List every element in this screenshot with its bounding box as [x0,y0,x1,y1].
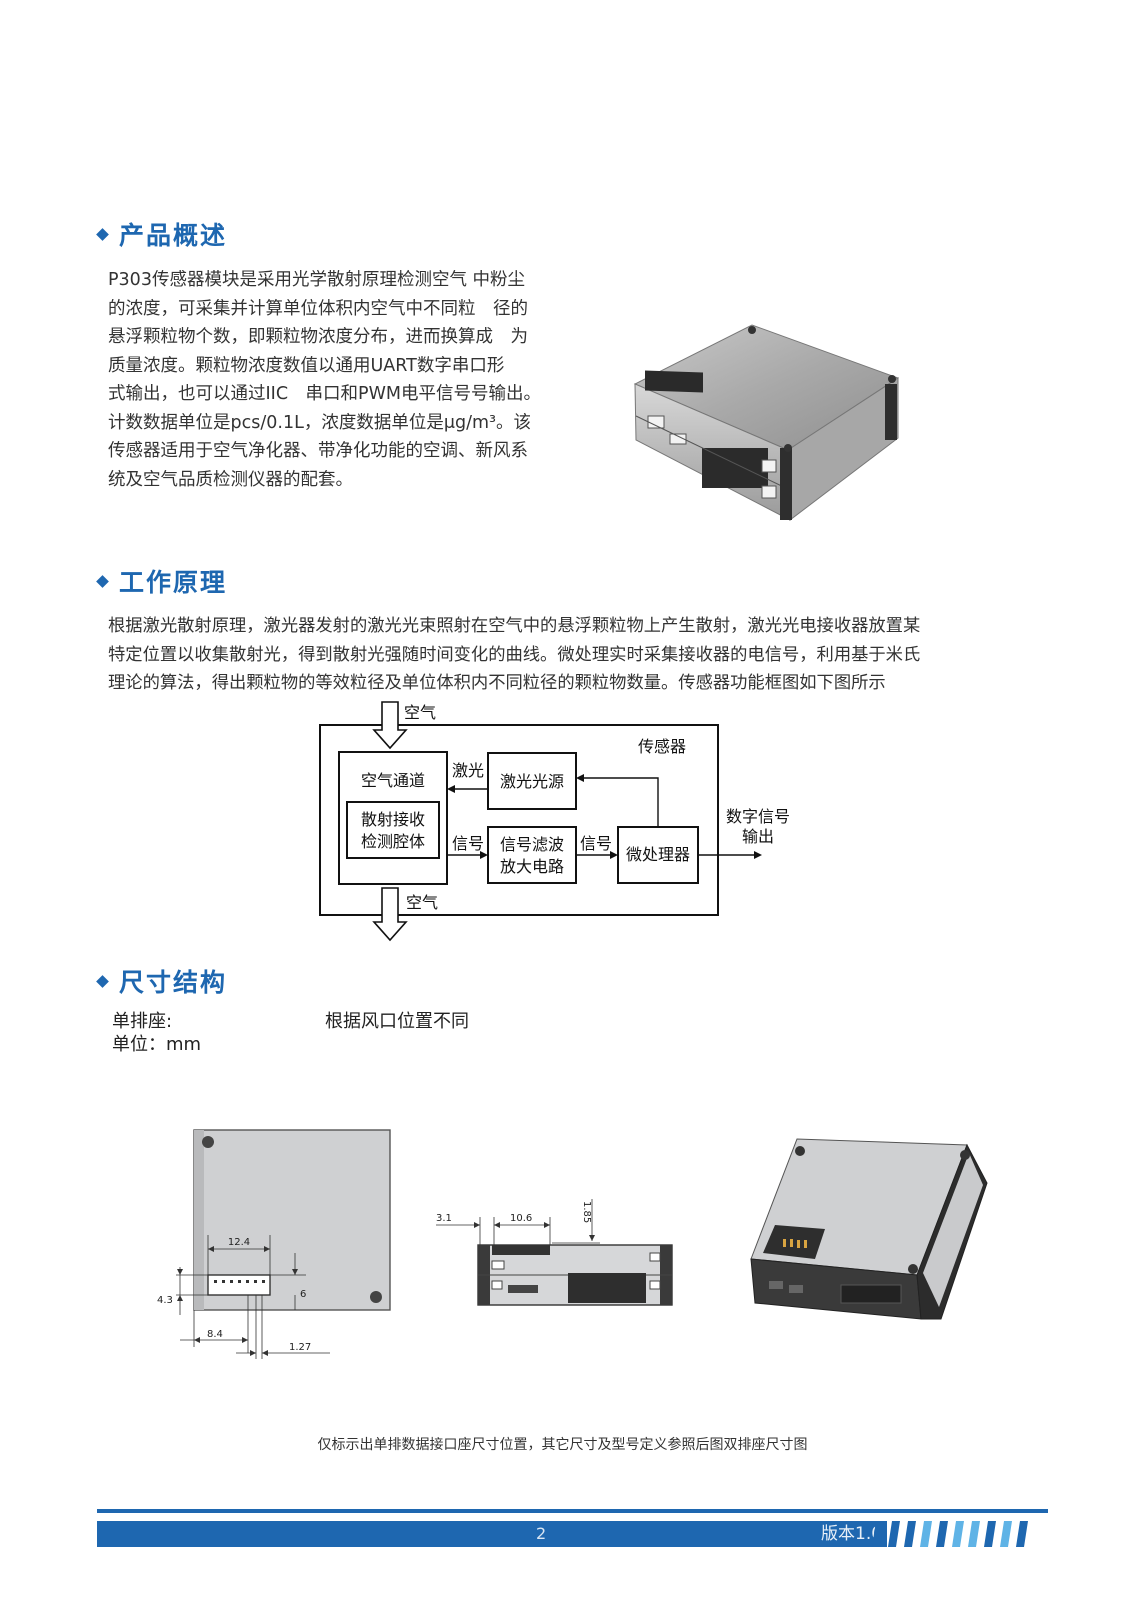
arrow-left-icon [447,785,455,793]
overview-line: 式输出，也可以通过IIC 串口和PWM电平信号号输出。 [108,384,541,404]
page-number: 2 [536,1524,547,1543]
output-label-2: 输出 [742,827,774,846]
chamber-label-2: 检测腔体 [361,832,425,851]
air-out-label: 空气 [406,893,438,912]
overview-line: P303传感器模块是采用光学散射原理检测空气 中粉尘 [108,270,526,290]
signal-label-1: 信号 [452,834,484,853]
mcu-label: 微处理器 [626,845,690,864]
dim-label: 12.4 [228,1237,250,1248]
chamber-box [346,801,440,859]
footer-stripes [872,1521,1028,1547]
top-view-dimension-drawing: 12.4 6 4.3 8.4 1.27 [157,1129,391,1359]
sensor-isometric-image [750,1138,988,1320]
laser-label: 激光 [452,761,484,780]
section-title: 产品概述 [119,221,228,250]
section-title: 尺寸结构 [119,968,228,997]
bullet-diamond-icon [96,974,109,988]
bullet-diamond-icon [96,227,109,241]
vent-position-note: 根据风口位置不同 [325,1011,469,1032]
overview-line: 计数数据单位是pcs/0.1L，浓度数据单位是μg/m³。该 [108,412,532,433]
bullet-diamond-icon [96,574,109,588]
chamber-label-1: 散射接收 [361,810,425,829]
overview-line: 的浓度，可采集并计算单位体积内空气中不同粒 径的 [108,298,528,319]
section-overview-heading: 产品概述 [96,217,228,251]
sensor-product-image [633,324,900,521]
air-in-label: 空气 [404,703,436,722]
overview-line: 悬浮颗粒物个数，即颗粒物浓度分布，进而换算成 为 [108,327,528,347]
dim-label: 10.6 [510,1213,532,1224]
overview-line: 质量浓度。颗粒物浓度数值以通用UART数字串口形 [108,355,505,376]
mount-hole-icon [370,1291,382,1303]
section-title: 工作原理 [119,568,228,597]
filter-label-2: 放大电路 [500,857,564,876]
laser-source-label: 激光光源 [500,772,564,791]
principle-line: 理论的算法，得出颗粒物的等效粒径及单位体积内不同粒径的颗粒物数量。传感器功能框图… [108,673,886,693]
function-block-diagram: 空气 传感器 空气通道 散射接收 检测腔体 激光光源 激光 信号滤波 放大电路 … [319,701,790,942]
drawing-caption: 仅标示出单排数据接口座尺寸位置，其它尺寸及型号定义参照后图双排座尺寸图 [317,1437,808,1453]
sensor-label: 传感器 [638,737,686,756]
mount-hole-icon [960,1150,970,1160]
sensor-frame [319,724,719,916]
dim-label: 8.4 [207,1329,223,1340]
unit-label: 单位：mm [112,1034,202,1055]
principle-paragraph: 根据激光散射原理，激光器发射的激光光束照射在空气中的悬浮颗粒物上产生散射，激光光… [108,612,920,698]
signal-label-2: 信号 [580,834,612,853]
footer-rule [97,1509,1048,1513]
side-view-dimension-drawing: 3.1 10.6 1.85 [436,1199,673,1306]
air-channel-label: 空气通道 [361,771,425,790]
dim-label: 4.3 [157,1295,173,1306]
filter-label-1: 信号滤波 [500,835,564,854]
section-dimensions-heading: 尺寸结构 [96,964,228,998]
air-out-arrow-icon [372,887,408,942]
footer-bar [97,1521,887,1547]
laser-source-box [487,752,577,810]
mount-hole-icon [795,1146,805,1156]
version-label: 版本1.0 [821,1524,883,1544]
arrow-right-icon [610,851,618,859]
principle-line: 特定位置以收集散射光，得到散射光强随时间变化的曲线。微处理实时采集接收器的电信号… [108,644,921,665]
air-in-arrow-icon [372,701,408,750]
output-label-1: 数字信号 [726,807,790,826]
connector-outline [207,1274,271,1296]
overview-line: 统及空气品质检测仪器的配套。 [108,469,353,490]
section-principle-heading: 工作原理 [96,564,228,598]
dim-label: 6 [300,1289,306,1300]
arrow-right-icon [480,851,488,859]
arrow-right-icon [754,851,762,859]
dim-label: 1.85 [581,1201,592,1223]
dim-label: 3.1 [436,1213,452,1224]
arrow-left-icon [576,774,584,782]
dim-label: 1.27 [289,1342,311,1353]
mount-hole-icon [202,1136,214,1148]
overview-paragraph: P303传感器模块是采用光学散射原理检测空气 中粉尘 的浓度，可采集并计算单位体… [108,266,541,494]
overview-line: 传感器适用于空气净化器、带净化功能的空调、新风系 [108,441,528,461]
single-row-label: 单排座: [112,1011,173,1032]
mount-hole-icon [908,1264,918,1274]
principle-line: 根据激光散射原理，激光器发射的激光光束照射在空气中的悬浮颗粒物上产生散射，激光光… [108,616,921,636]
